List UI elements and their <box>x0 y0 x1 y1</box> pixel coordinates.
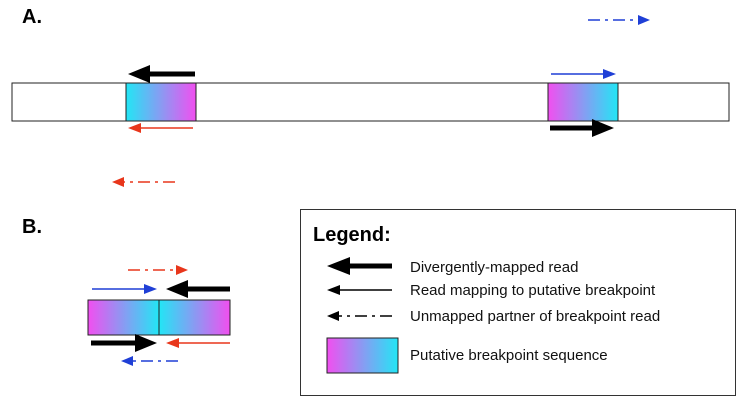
panel-b-breakpoint-arrow-blue <box>92 284 157 294</box>
thick-arrow-left-icon <box>327 257 392 275</box>
panel-b-divergent-arrow-left <box>166 280 230 298</box>
panel-a-label: A. <box>22 6 42 28</box>
panel-b-breakpoint-arrow-red <box>166 338 230 348</box>
gradient-swatch-icon <box>326 337 399 374</box>
legend-item-breakpoint-read: Read mapping to putative breakpoint <box>410 282 656 299</box>
unmapped-partner-arrow-right-blue <box>588 15 650 25</box>
dashdot-arrow-left-icon <box>327 311 392 321</box>
panel-b-divergent-arrow-right <box>91 334 157 352</box>
unmapped-partner-arrow-left-red <box>112 177 175 187</box>
breakpoint-segment-left <box>125 82 197 122</box>
breakpoint-read-arrow-right-blue <box>551 69 616 79</box>
breakpoint-read-arrow-left-red <box>128 123 193 133</box>
assembled-breakpoint-right <box>158 299 231 336</box>
legend-title: Legend: <box>313 224 391 246</box>
legend-item-divergent-read: Divergently-mapped read <box>410 259 579 276</box>
panel-b-unmapped-arrow-blue <box>121 356 178 366</box>
divergent-read-arrow-left <box>128 65 195 83</box>
breakpoint-segment-right <box>547 82 619 122</box>
assembled-breakpoint-left <box>87 299 160 336</box>
thin-arrow-left-icon <box>327 285 392 295</box>
legend-box: Legend: Divergently-mapped read Read map… <box>300 209 736 396</box>
panel-b-label: B. <box>22 216 42 238</box>
legend-item-breakpoint-sequence: Putative breakpoint sequence <box>410 347 608 364</box>
divergent-read-arrow-right <box>550 119 614 137</box>
panel-b-unmapped-arrow-red <box>128 265 188 275</box>
legend-item-unmapped-partner: Unmapped partner of breakpoint read <box>410 308 661 325</box>
genome-bar <box>11 82 730 122</box>
